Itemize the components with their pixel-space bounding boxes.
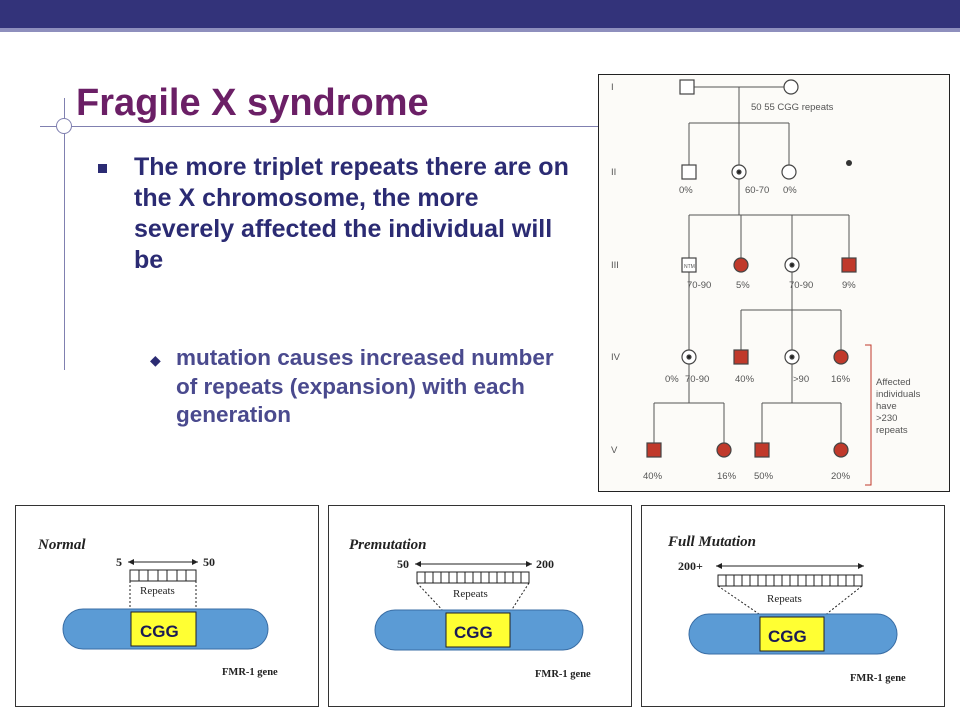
gen2-label: 0% — [783, 185, 797, 196]
main-bullet-text: The more triplet repeats there are on th… — [134, 153, 569, 274]
gen4-label: 0% — [665, 374, 679, 385]
pedigree-female-affected — [716, 442, 732, 458]
crosshair-circle-icon — [56, 118, 72, 134]
repeats-label: Repeats — [453, 588, 488, 600]
gene-label: FMR-1 gene — [222, 667, 278, 678]
pedigree-male-unaffected — [679, 79, 695, 95]
cgg-box — [445, 612, 511, 648]
pedigree-male-unaffected — [681, 164, 697, 180]
gen4-label: 40% — [735, 374, 755, 385]
gen3-label: 9% — [842, 280, 856, 291]
generation-label: IV — [611, 352, 621, 363]
pedigree-female-unaffected — [783, 79, 799, 95]
transmitter-mark: NTM — [684, 264, 695, 270]
pedigree-male-transmitter — [681, 257, 697, 273]
gen3-label: 70-90 — [789, 280, 813, 291]
pedigree-female-affected — [733, 257, 749, 273]
pedigree-male-affected — [754, 442, 770, 458]
gene-panel-premutation: Premutation 50 200 Repeats CGG FMR-1 gen… — [328, 505, 632, 707]
cgg-label: CGG — [454, 623, 493, 642]
gen5-label: 40% — [643, 471, 663, 482]
cgg-label: CGG — [140, 622, 179, 641]
gen5-label: 20% — [831, 471, 851, 482]
affected-note: >230 — [876, 413, 897, 424]
gene-label: FMR-1 gene — [535, 669, 591, 680]
pedigree-female-affected — [833, 349, 849, 365]
cgg-box — [130, 611, 197, 647]
title-rule-vertical — [64, 98, 65, 370]
top-banner — [0, 0, 960, 28]
panel-title: Premutation — [349, 537, 427, 553]
slide-title: Fragile X syndrome — [76, 82, 429, 124]
gen5-label: 16% — [717, 471, 737, 482]
gene-label: FMR-1 gene — [850, 673, 906, 684]
affected-note: Affected — [876, 377, 911, 388]
gen2-label: 60-70 — [745, 185, 769, 196]
pedigree-male-affected — [646, 442, 662, 458]
repeat-range-end: 50 — [203, 555, 215, 569]
gen3-label: 70-90 — [687, 280, 711, 291]
gen5-label: 50% — [754, 471, 774, 482]
gene-panel-full-mutation: Full Mutation 200+ Repeats CGG FMR-1 gen… — [641, 505, 945, 707]
generation-label: I — [611, 82, 614, 93]
repeats-label: Repeats — [140, 585, 175, 597]
gen4-label: >90 — [793, 374, 809, 385]
affected-note: repeats — [876, 425, 908, 436]
affected-note: have — [876, 401, 897, 412]
gene-panel-normal: Normal 5 50 Repeats CGG FMR-1 gene — [15, 505, 319, 707]
panel-title: Normal — [37, 537, 86, 553]
pedigree-male-affected — [841, 257, 857, 273]
sub-bullet-text: mutation causes increased number of repe… — [176, 345, 554, 427]
pedigree-female-affected — [833, 442, 849, 458]
generation-label: II — [611, 167, 616, 178]
generation-label: V — [611, 445, 618, 456]
repeat-range-start: 50 — [397, 557, 409, 571]
gen3-label: 5% — [736, 280, 750, 291]
repeat-range-end: 200 — [536, 557, 554, 571]
gen1-repeat-label: 50 55 CGG repeats — [751, 102, 834, 113]
pedigree-female-unaffected — [781, 164, 797, 180]
generation-label: III — [611, 260, 619, 271]
panel-title: Full Mutation — [667, 534, 756, 550]
repeats-label: Repeats — [767, 593, 802, 605]
gen2-label: 0% — [679, 185, 693, 196]
banner-rule — [0, 28, 960, 32]
pedigree-male-affected — [733, 349, 749, 365]
gen4-label: 70-90 — [685, 374, 709, 385]
title-rule-horizontal — [40, 126, 600, 127]
pedigree-chart: I II III IV V 50 55 CGG repeats 0% 60-70… — [598, 74, 950, 492]
gen4-label: 16% — [831, 374, 851, 385]
square-bullet-icon — [98, 164, 107, 173]
affected-note: individuals — [876, 389, 921, 400]
cgg-label: CGG — [768, 627, 807, 646]
cgg-box — [759, 616, 825, 652]
diamond-bullet-icon: ◆ — [150, 352, 161, 368]
repeat-range-start: 5 — [116, 555, 122, 569]
repeat-range-start: 200+ — [678, 559, 703, 573]
